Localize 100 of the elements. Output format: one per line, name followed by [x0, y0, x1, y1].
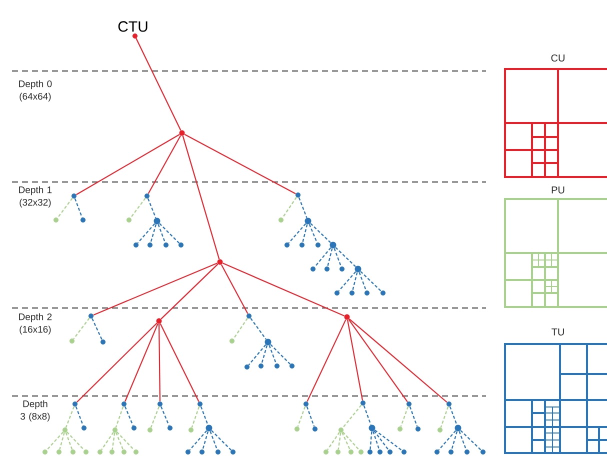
tree-edge: [200, 406, 208, 425]
tree-edge: [270, 344, 291, 365]
tree-edge: [158, 224, 166, 243]
tree-node: [300, 242, 304, 248]
tree-edge: [358, 272, 367, 291]
tree-node: [364, 290, 370, 296]
tree-node: [344, 314, 350, 320]
tree-node: [264, 338, 272, 346]
tree-edge: [334, 248, 342, 267]
tree-node: [354, 266, 362, 272]
tree-edge: [327, 432, 340, 450]
tree-node: [98, 450, 102, 454]
tree-edge: [76, 134, 180, 196]
tree-edge: [65, 432, 73, 450]
tree-edge: [74, 198, 83, 218]
tree-edge: [59, 432, 65, 450]
tree-edge: [458, 431, 467, 450]
depth-label: Depth 2 (16x16): [19, 313, 52, 335]
partition-title: TU: [552, 328, 564, 336]
tree-edge: [184, 134, 296, 194]
tree-node: [84, 450, 88, 454]
tree-node: [230, 450, 236, 454]
tree-node: [188, 428, 194, 432]
tree-edge: [92, 318, 102, 340]
tree-edge: [46, 432, 64, 450]
tree-node: [316, 242, 320, 248]
root-label: CTU: [118, 21, 148, 38]
tree-node: [402, 450, 406, 454]
tree-edge: [400, 406, 409, 427]
tree-node: [200, 450, 204, 454]
tree-edge: [282, 196, 297, 218]
depth-label: Depth 1 (32x32): [19, 186, 52, 208]
tree-edge: [348, 319, 408, 402]
tree-edge: [314, 247, 332, 268]
tree-node: [54, 218, 58, 222]
tree-edge: [440, 406, 449, 428]
tree-edge: [159, 223, 180, 244]
tree-node: [80, 218, 86, 222]
tree-edge: [160, 406, 170, 426]
tree-node: [168, 426, 172, 430]
tree-edge: [75, 406, 84, 426]
tree-node: [380, 290, 386, 296]
tree-node: [88, 314, 94, 318]
tree-edge: [182, 136, 220, 260]
tree-edge: [210, 431, 218, 450]
tree-edge: [347, 320, 364, 400]
tree-node: [340, 266, 344, 272]
tree-node: [56, 450, 62, 454]
tree-edge: [116, 432, 135, 450]
tree-edge: [147, 198, 156, 218]
tree-edge: [288, 223, 306, 244]
tree-node: [330, 242, 336, 248]
tree-node: [324, 266, 330, 272]
tree-node: [72, 194, 76, 198]
tree-node: [438, 428, 442, 432]
tree-edge: [451, 431, 458, 450]
tree-edge: [65, 406, 75, 428]
tree-edge: [124, 324, 158, 402]
tree-edge: [306, 319, 346, 402]
tree-node: [126, 218, 132, 222]
tree-node: [164, 242, 168, 248]
tree-node: [304, 218, 312, 224]
tree-node: [290, 364, 294, 368]
tree-edge: [327, 248, 333, 267]
tree-node: [348, 450, 354, 454]
tree-node: [310, 266, 316, 272]
tree-edge: [112, 432, 116, 450]
tree-node: [398, 426, 402, 432]
tree-edge: [158, 324, 161, 402]
tree-edge: [302, 224, 308, 243]
tree-edge: [342, 432, 360, 450]
tree-node: [278, 218, 284, 222]
tree-edge: [191, 406, 200, 428]
tree-edge: [202, 431, 209, 450]
tree-node: [134, 242, 138, 248]
tree-edge: [409, 406, 418, 427]
depth-label: Depth 3 (8x8): [20, 400, 50, 422]
tree-node: [304, 402, 308, 406]
tree-edge: [335, 246, 356, 268]
tree-edge: [220, 264, 248, 314]
tree-edge: [160, 323, 200, 402]
tree-edge: [101, 432, 114, 450]
tree-node: [156, 318, 162, 324]
tree-node: [274, 364, 280, 368]
tree-edge: [374, 430, 389, 450]
tree-node: [368, 424, 376, 432]
tree-edge: [268, 345, 277, 364]
tree-node: [294, 426, 300, 432]
tree-edge: [137, 223, 156, 244]
tree-node: [158, 402, 162, 406]
tree-edge: [360, 270, 382, 292]
tree-edge: [160, 264, 218, 320]
tree-node: [82, 426, 86, 430]
tree-edge: [306, 406, 315, 427]
tree-node: [217, 259, 223, 265]
tree-edge: [57, 198, 73, 218]
tree-node: [338, 428, 344, 432]
tree-node: [258, 364, 264, 368]
tree-edge: [148, 135, 182, 194]
tree-node: [230, 338, 234, 344]
